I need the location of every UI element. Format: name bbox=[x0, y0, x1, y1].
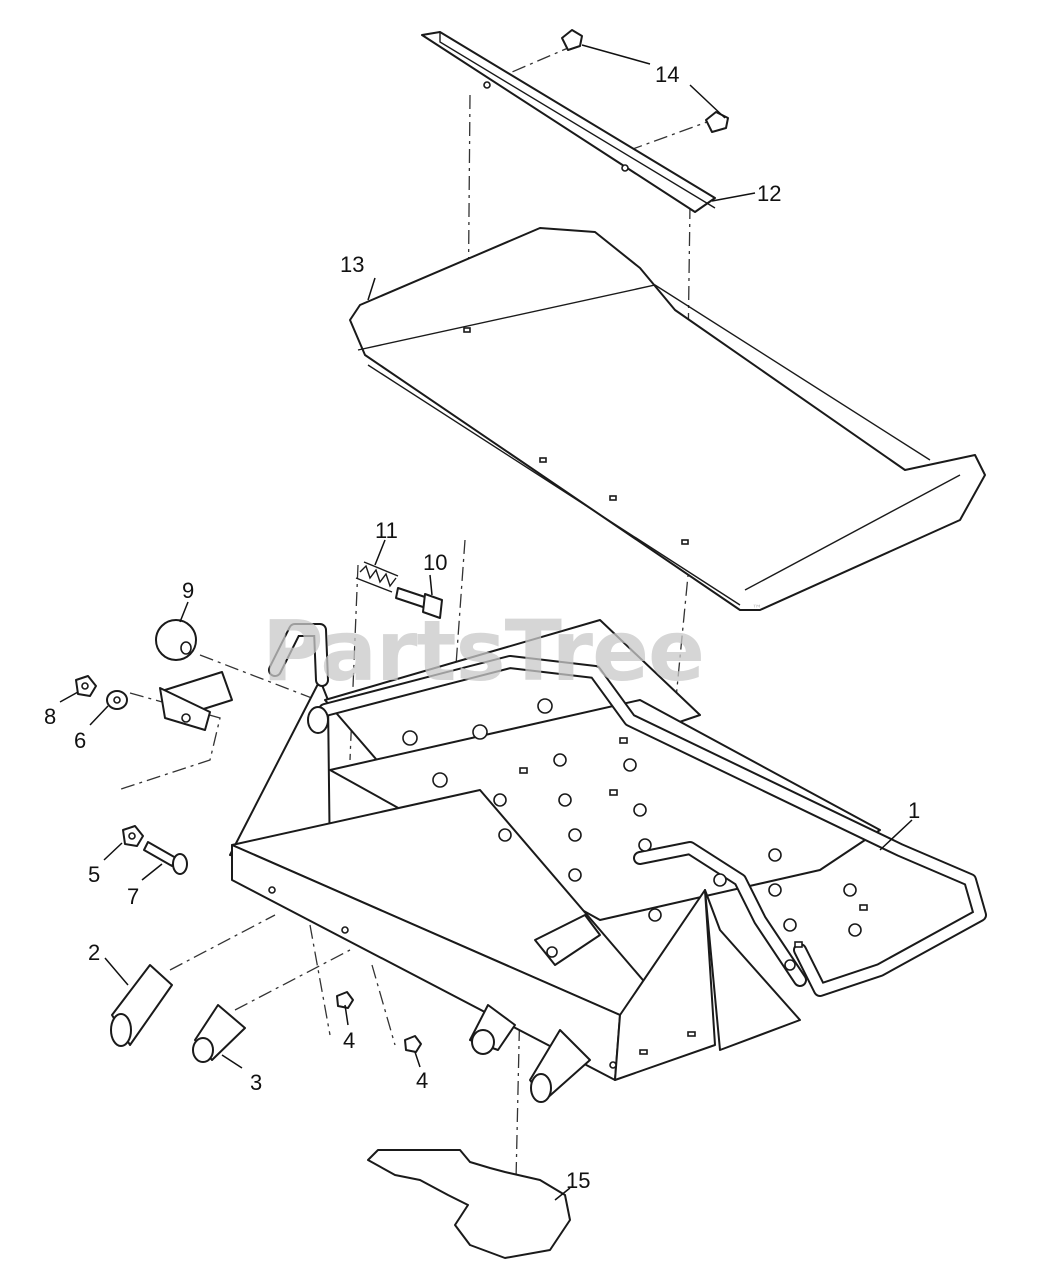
callout-3: 3 bbox=[250, 1070, 262, 1095]
part-6-washer bbox=[106, 690, 128, 710]
callout-4-b: 4 bbox=[416, 1068, 428, 1093]
frame-bumpers bbox=[469, 1004, 591, 1103]
callout-4-a: 4 bbox=[343, 1028, 355, 1053]
callout-2: 2 bbox=[88, 940, 100, 965]
part-12-bracket bbox=[421, 31, 716, 213]
part-11-spring bbox=[355, 561, 399, 593]
callout-9: 9 bbox=[182, 578, 194, 603]
callout-10: 10 bbox=[423, 550, 447, 575]
callout-8: 8 bbox=[44, 704, 56, 729]
part-8-nut bbox=[75, 675, 97, 697]
part-15-decal bbox=[367, 1149, 571, 1259]
part-7-bolt bbox=[143, 841, 188, 875]
callout-6: 6 bbox=[74, 728, 86, 753]
callout-11: 11 bbox=[375, 518, 398, 543]
part-1-footrest-frame bbox=[159, 619, 987, 1081]
callout-1: 1 bbox=[908, 798, 920, 823]
part-5-nut bbox=[122, 825, 144, 847]
callout-13: 13 bbox=[340, 252, 364, 277]
part-9-knob bbox=[155, 619, 197, 661]
callout-7: 7 bbox=[127, 884, 139, 909]
leader-lines bbox=[59, 44, 913, 1201]
part-14-bolts bbox=[561, 29, 729, 133]
part-4-nuts bbox=[336, 991, 422, 1053]
callout-15: 15 bbox=[566, 1168, 590, 1193]
part-13-floor-pan bbox=[349, 227, 986, 611]
part-3-bumper bbox=[192, 1004, 246, 1063]
watermark-text: PartsTree bbox=[262, 602, 704, 700]
callout-14: 14 bbox=[655, 62, 679, 87]
callout-5: 5 bbox=[88, 862, 100, 887]
part-10-pin bbox=[395, 587, 443, 619]
watermark-trademark: ™ bbox=[752, 604, 762, 615]
callout-12: 12 bbox=[757, 181, 781, 206]
part-2-bumper bbox=[110, 964, 173, 1047]
